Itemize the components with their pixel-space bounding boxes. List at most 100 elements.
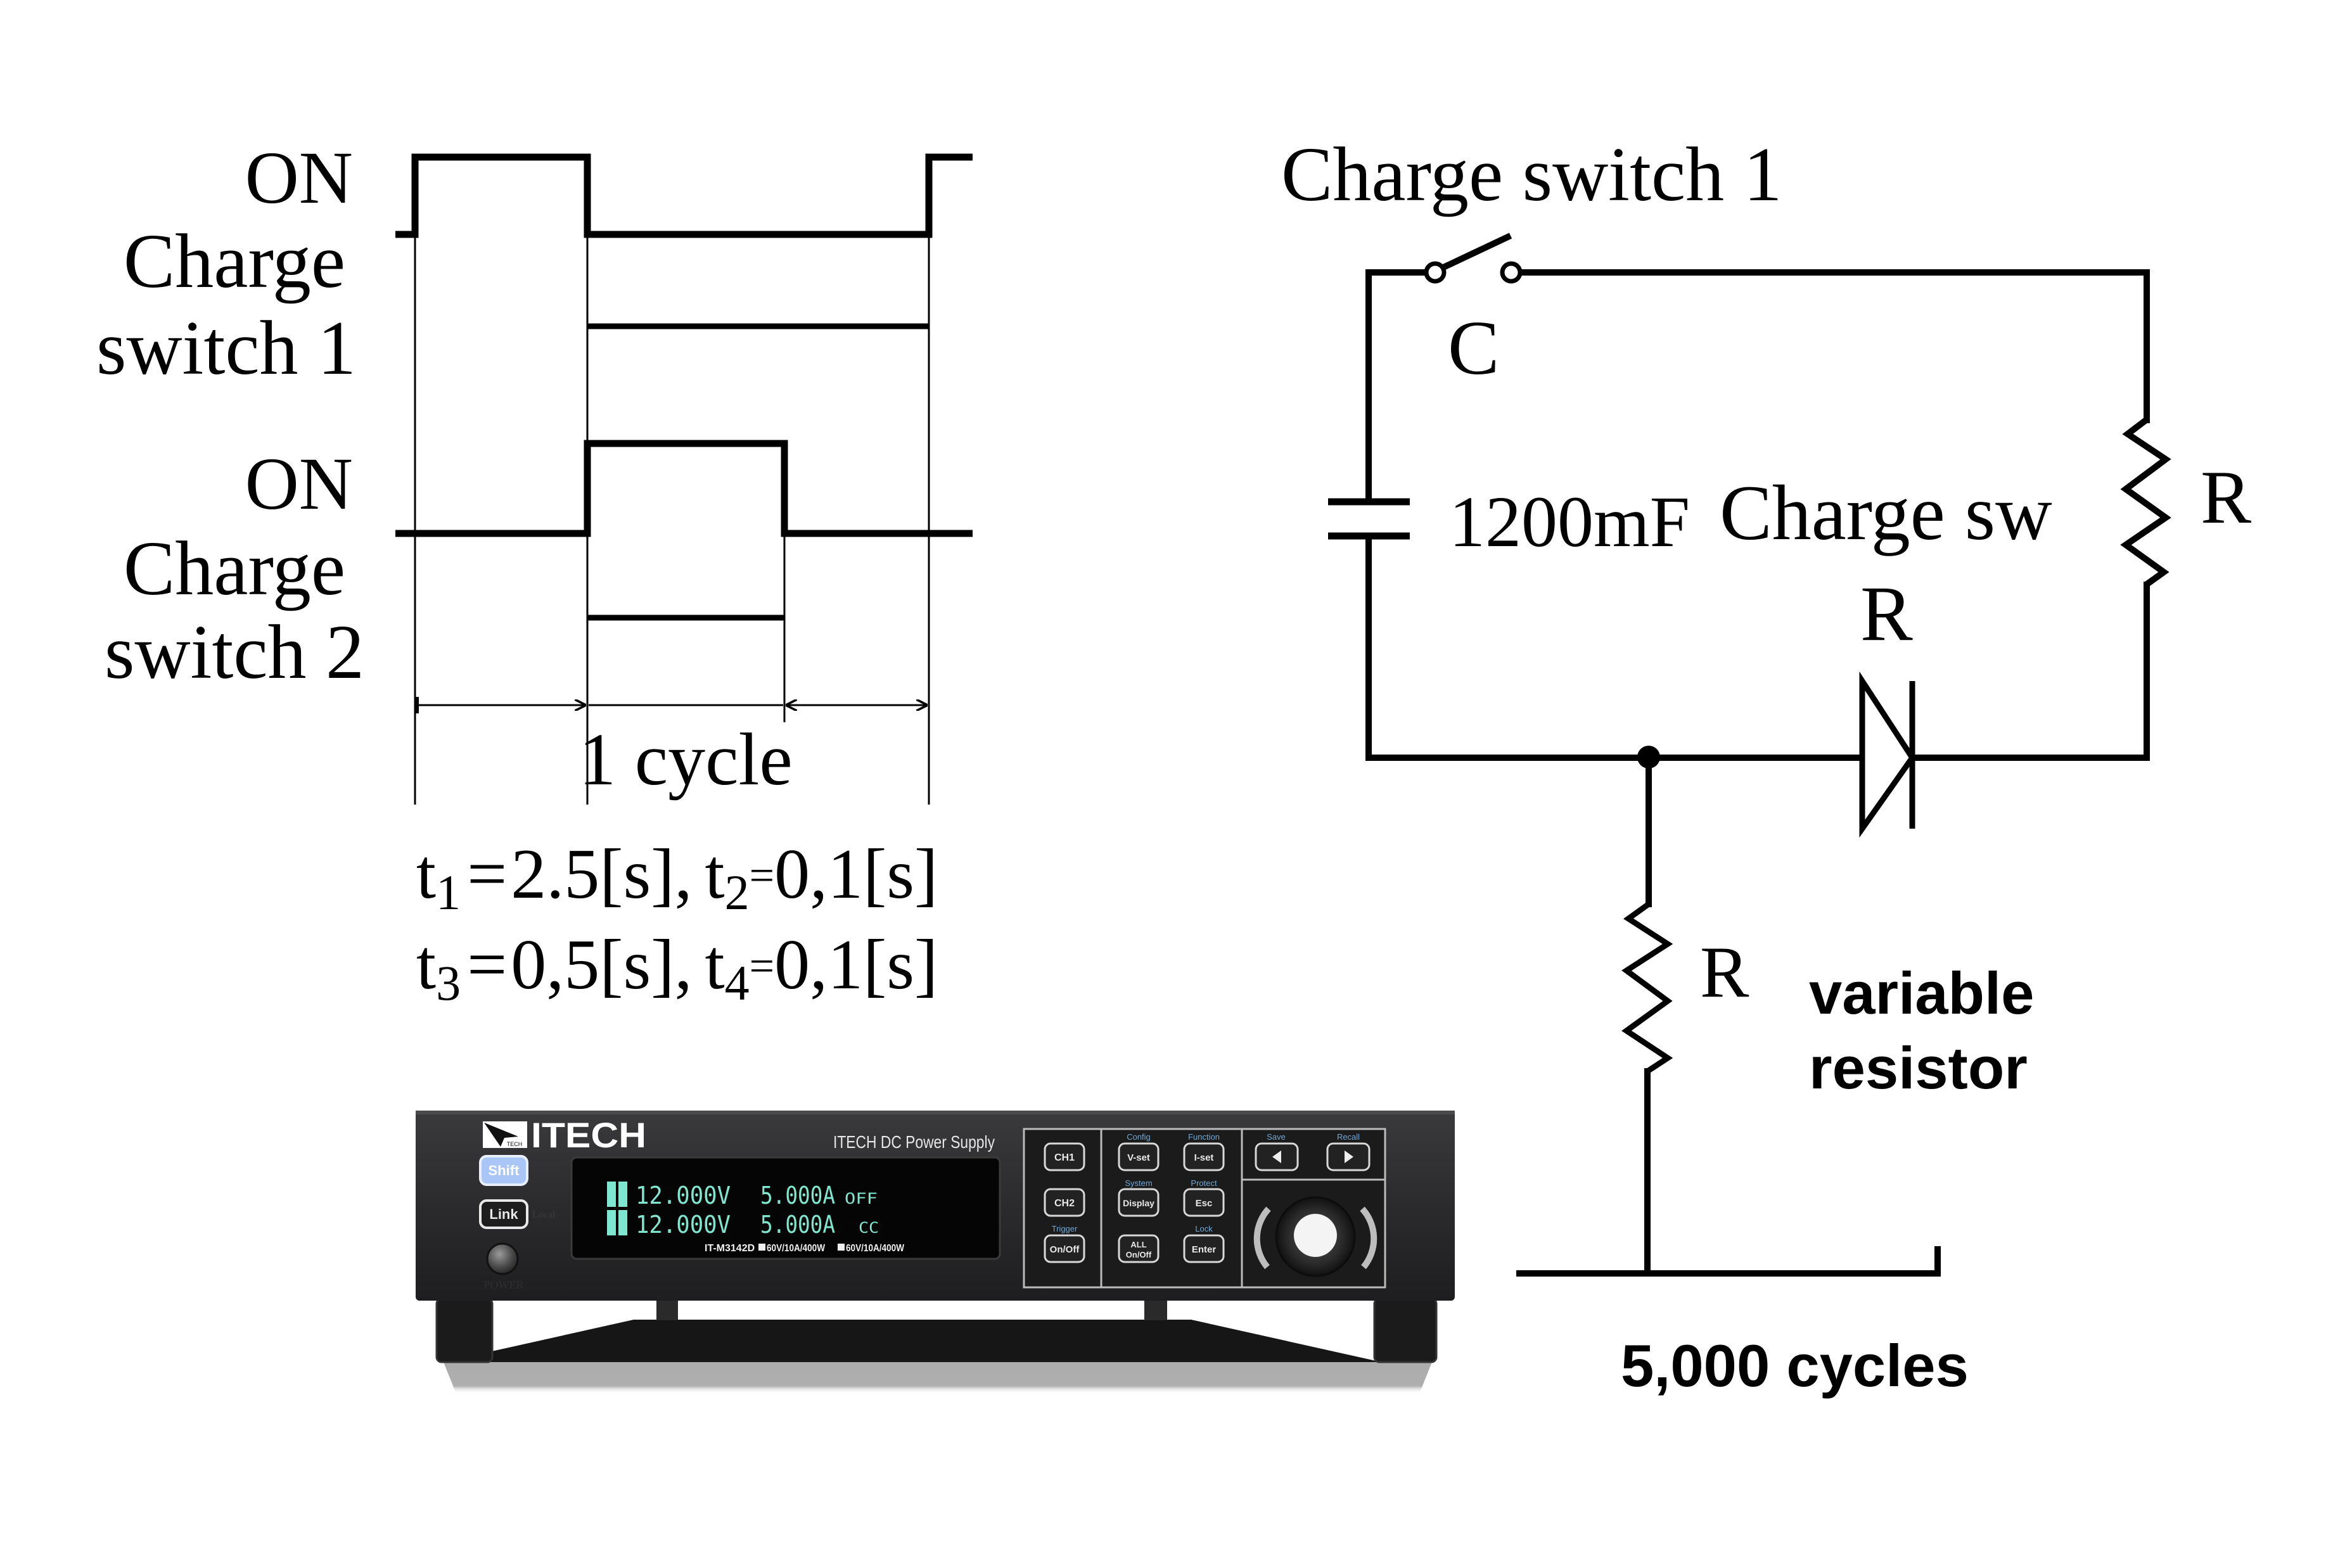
t1-value: 2.5[s], bbox=[511, 835, 692, 914]
local-label: Local bbox=[532, 1209, 556, 1220]
all-on-off-key[interactable]: ALL On/Off bbox=[1118, 1234, 1160, 1263]
leg-inner-right bbox=[1144, 1299, 1167, 1320]
channel2-name-line1: Charge bbox=[124, 526, 345, 611]
rotate-right-arrow-icon bbox=[1360, 1206, 1377, 1270]
esc-key[interactable]: Esc bbox=[1183, 1188, 1225, 1217]
save-hint: Save bbox=[1267, 1132, 1286, 1142]
function-hint: Function bbox=[1188, 1132, 1220, 1142]
power-switch-knob[interactable] bbox=[486, 1242, 519, 1275]
ch2-rating-marker bbox=[838, 1244, 845, 1251]
channel1-on-label: ON bbox=[245, 136, 353, 219]
dc-power-supply: TECH ITECH ITECH DC Power Supply Shift L… bbox=[416, 1111, 1455, 1394]
rotate-left-arrow-icon bbox=[1253, 1206, 1271, 1270]
junction-dot bbox=[1637, 746, 1660, 768]
capacitor-letter: C bbox=[1448, 305, 1499, 391]
t2-value: 0,1[s] bbox=[774, 835, 938, 914]
formula-line-1: t1=2.5[s],t2=0,1[s] bbox=[416, 835, 938, 920]
leg-inner-left bbox=[656, 1299, 678, 1320]
product-title: ITECH DC Power Supply bbox=[833, 1132, 995, 1152]
cycle-dimension-arrows bbox=[415, 697, 928, 713]
control-panel: CH1 CH2 Trigger On/Off Config V-set Syst… bbox=[1023, 1128, 1386, 1289]
v-set-key[interactable]: V-set bbox=[1118, 1142, 1160, 1171]
capacitor-value: 1200mF bbox=[1449, 481, 1690, 562]
capacitor-symbol bbox=[1328, 498, 1410, 540]
variable-resistor-label-line1: variable bbox=[1809, 960, 2034, 1026]
foot-right bbox=[1373, 1297, 1438, 1363]
diode-label: R bbox=[1860, 570, 1913, 657]
t4-subscript: 4 bbox=[725, 955, 750, 1010]
timing-diagram: ON Charge switch 1 ON Charge switch 2 1 … bbox=[96, 136, 973, 1010]
variable-resistor-symbol bbox=[1621, 902, 1673, 1074]
model-number: IT-M3142D bbox=[705, 1243, 755, 1254]
formula-line-2: t3=0,5[s],t4=0,1[s] bbox=[416, 926, 938, 1010]
protect-hint: Protect bbox=[1191, 1178, 1217, 1188]
variable-resistor-label-line2: resistor bbox=[1809, 1035, 2028, 1101]
rotary-encoder-knob[interactable] bbox=[1253, 1196, 1377, 1277]
t4-symbol: t bbox=[705, 926, 724, 1004]
ch1-rating: 60V/10A/400W bbox=[767, 1243, 826, 1254]
brand-name: ITECH bbox=[531, 1115, 646, 1155]
foot-left bbox=[435, 1297, 494, 1363]
wire-top-left bbox=[1365, 269, 1429, 505]
svg-text:Enter: Enter bbox=[1192, 1244, 1217, 1255]
knob-cap bbox=[1294, 1214, 1337, 1257]
shift-button[interactable]: Shift bbox=[479, 1155, 528, 1186]
device-underside-shadow bbox=[444, 1320, 1381, 1362]
ch1-indicator-1 bbox=[618, 1182, 627, 1207]
t1-subscript: 1 bbox=[436, 865, 461, 920]
ground-line bbox=[1516, 1246, 1941, 1277]
ch2-status: CC bbox=[859, 1219, 879, 1237]
svg-text:Display: Display bbox=[1123, 1198, 1154, 1208]
svg-text:On/Off: On/Off bbox=[1050, 1244, 1080, 1255]
enter-key[interactable]: Enter bbox=[1183, 1234, 1225, 1263]
device-floor-shadow bbox=[444, 1362, 1432, 1394]
switch1-waveform bbox=[395, 153, 973, 238]
svg-text:I-set: I-set bbox=[1194, 1152, 1214, 1163]
diode-symbol bbox=[1859, 671, 1916, 838]
ch2-key[interactable]: CH2 bbox=[1044, 1188, 1085, 1217]
recall-hint: Recall bbox=[1337, 1132, 1360, 1142]
device-top-edge bbox=[416, 1111, 1455, 1114]
cycles-count-label: 5,000 cycles bbox=[1621, 1332, 1969, 1399]
ch2-voltage: 12.000V bbox=[636, 1211, 731, 1239]
link-button[interactable]: Link bbox=[479, 1199, 528, 1229]
display-key[interactable]: Display bbox=[1118, 1188, 1160, 1217]
circuit-diagram: Charge switch 1 C 1200mF C bbox=[1281, 132, 2251, 1399]
power-label: POWER bbox=[484, 1278, 524, 1291]
on-off-key[interactable]: On/Off bbox=[1044, 1234, 1085, 1263]
left-arrow-key[interactable] bbox=[1255, 1142, 1299, 1171]
display-window bbox=[570, 1156, 1001, 1260]
variable-resistor-r-label: R bbox=[1700, 932, 1749, 1013]
svg-text:V-set: V-set bbox=[1127, 1152, 1150, 1163]
charge-switch-1-title: Charge switch 1 bbox=[1281, 132, 1782, 217]
ch1-voltage: 12.000V bbox=[636, 1182, 731, 1209]
channel1-name-line2: switch 1 bbox=[96, 305, 356, 391]
itech-logo: TECH ITECH bbox=[483, 1115, 646, 1155]
circuit-wires bbox=[1365, 269, 2150, 1277]
svg-text:CH2: CH2 bbox=[1054, 1198, 1075, 1209]
vfd-display: 12.000V 5.000A OFF 12.000V 5.000A CC IT-… bbox=[570, 1156, 1001, 1260]
t3-symbol: t bbox=[416, 926, 436, 1004]
ch1-indicator-0 bbox=[607, 1182, 616, 1207]
timing-formulas: t1=2.5[s],t2=0,1[s] t3=0,5[s],t4=0,1[s] bbox=[416, 835, 938, 1010]
system-hint: System bbox=[1125, 1178, 1152, 1188]
t3-value: 0,5[s], bbox=[511, 926, 692, 1004]
ch2-rating: 60V/10A/400W bbox=[846, 1243, 905, 1254]
ch2-current: 5.000A bbox=[760, 1211, 835, 1239]
i-set-key[interactable]: I-set bbox=[1183, 1142, 1225, 1171]
wire-top-right bbox=[1518, 269, 2150, 423]
ch1-status: OFF bbox=[845, 1190, 878, 1208]
t1-symbol: t bbox=[416, 835, 436, 914]
svg-text:On/Off: On/Off bbox=[1126, 1250, 1152, 1259]
cycle-label: 1 cycle bbox=[578, 718, 792, 801]
ch1-key[interactable]: CH1 bbox=[1044, 1142, 1085, 1171]
t3-subscript: 3 bbox=[436, 955, 461, 1010]
right-arrow-key[interactable] bbox=[1326, 1142, 1371, 1171]
config-hint: Config bbox=[1127, 1132, 1151, 1142]
svg-text:Esc: Esc bbox=[1196, 1198, 1213, 1209]
ch1-rating-marker bbox=[758, 1244, 765, 1251]
switch2-waveform bbox=[395, 440, 973, 537]
t4-value: 0,1[s] bbox=[774, 926, 938, 1004]
diode-triangle bbox=[1859, 671, 1916, 838]
charge-switch-2-label: Charge sw bbox=[1720, 469, 2052, 556]
